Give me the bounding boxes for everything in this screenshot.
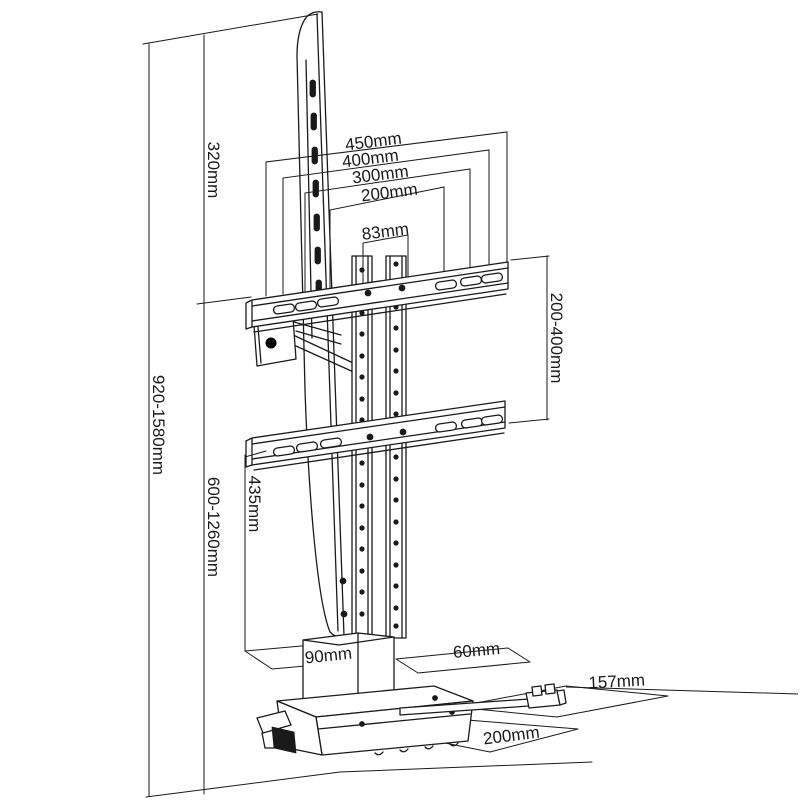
dim-157: 157mm bbox=[588, 671, 646, 693]
vesa-bar-upper bbox=[245, 261, 509, 333]
dim-200-400: 200-400mm bbox=[508, 255, 566, 424]
dim-label-435: 435mm bbox=[245, 476, 264, 533]
dim-200-base: 200mm bbox=[482, 723, 541, 749]
dim-450: 450mm bbox=[265, 129, 508, 297]
dim-320-and-600-1260: 320mm 600-1260mm bbox=[196, 34, 252, 795]
dim-90: 90mm bbox=[304, 644, 353, 668]
base-latch bbox=[256, 710, 297, 754]
vesa-bar-lower bbox=[245, 400, 506, 471]
floor-extension-line bbox=[145, 761, 593, 798]
dim-label-90: 90mm bbox=[304, 644, 353, 668]
dim-label-920-1580: 920-1580mm bbox=[149, 375, 168, 475]
dim-label-83: 83mm bbox=[361, 219, 410, 244]
dim-label-60: 60mm bbox=[452, 639, 501, 662]
depth-plane-60 bbox=[395, 647, 531, 674]
tv-back-panel bbox=[286, 11, 367, 638]
wall-clamp bbox=[525, 683, 567, 709]
dim-435: 435mm bbox=[244, 450, 267, 652]
dim-label-200-400: 200-400mm bbox=[547, 293, 566, 384]
dim-overall-height: 920-1580mm bbox=[148, 43, 168, 797]
dim-label-600-1260: 600-1260mm bbox=[204, 477, 223, 577]
dim-60: 60mm bbox=[452, 639, 501, 662]
dim-label-157: 157mm bbox=[588, 671, 646, 693]
dim-label-200-base: 200mm bbox=[482, 723, 541, 749]
extension-line-top bbox=[142, 13, 319, 45]
dim-label-320: 320mm bbox=[204, 142, 223, 199]
lift-rails bbox=[351, 255, 407, 643]
rail-holes-right bbox=[393, 261, 399, 629]
